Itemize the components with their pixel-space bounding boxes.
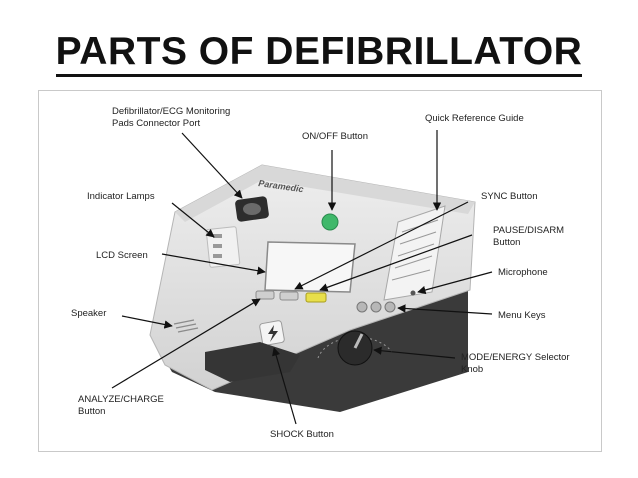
label-quick-ref: Quick Reference Guide bbox=[425, 113, 524, 124]
lamp-3 bbox=[213, 254, 222, 258]
sync-key bbox=[279, 291, 299, 301]
label-connector-port-line1: Defibrillator/ECG Monitoring bbox=[112, 106, 230, 117]
microphone bbox=[410, 290, 416, 296]
on-off-button bbox=[321, 213, 339, 231]
speaker-line-3 bbox=[177, 327, 199, 333]
guide-line-2 bbox=[399, 231, 437, 245]
arrow-sync bbox=[294, 201, 469, 290]
pause-disarm-key bbox=[305, 292, 327, 303]
arrow-microphone bbox=[417, 271, 493, 295]
callout-arrows bbox=[111, 130, 493, 425]
label-on-off: ON/OFF Button bbox=[302, 131, 368, 142]
guide-line-4 bbox=[394, 255, 433, 269]
label-menu-keys: Menu Keys bbox=[498, 310, 546, 321]
arrow-shock bbox=[272, 347, 297, 425]
label-analyze-line1: ANALYZE/CHARGE bbox=[78, 394, 164, 405]
arrow-pause bbox=[319, 234, 473, 292]
label-shock: SHOCK Button bbox=[270, 429, 334, 440]
arrow-menu-keys bbox=[397, 304, 493, 315]
guide-line-3 bbox=[397, 243, 435, 257]
menu-key-2 bbox=[370, 301, 382, 313]
label-speaker: Speaker bbox=[71, 308, 106, 319]
connector-socket bbox=[243, 203, 261, 215]
label-mode-line2: Knob bbox=[461, 364, 483, 375]
arrow-lcd bbox=[161, 253, 266, 275]
label-analyze-line2: Button bbox=[78, 406, 105, 417]
arrow-analyze bbox=[111, 298, 261, 389]
shock-icon bbox=[268, 325, 278, 342]
menu-key-3 bbox=[384, 301, 396, 313]
label-indicator-lamps: Indicator Lamps bbox=[87, 191, 155, 202]
speaker-line-1 bbox=[173, 319, 195, 325]
knob-pointer bbox=[353, 333, 364, 349]
speaker-line-2 bbox=[175, 323, 197, 329]
indicator-lamps bbox=[205, 226, 241, 268]
label-pause-line1: PAUSE/DISARM bbox=[493, 225, 564, 236]
label-microphone: Microphone bbox=[498, 267, 548, 278]
device-top-ridge bbox=[175, 165, 475, 222]
defibrillator-device: Paramedic bbox=[149, 164, 476, 412]
callout-labels: Defibrillator/ECG Monitoring Pads Connec… bbox=[71, 106, 570, 440]
quick-reference-guide bbox=[383, 205, 446, 301]
guide-line-5 bbox=[391, 269, 431, 281]
page-title: PARTS OF DEFIBRILLATOR bbox=[0, 30, 638, 77]
analyze-charge-key bbox=[255, 290, 275, 300]
arrow-connector-port bbox=[181, 132, 243, 199]
lamp-1 bbox=[213, 234, 222, 238]
arrow-indicator-lamps bbox=[171, 202, 215, 238]
label-sync: SYNC Button bbox=[481, 191, 538, 202]
label-pause-line2: Button bbox=[493, 237, 520, 248]
label-mode-line1: MODE/ENERGY Selector bbox=[461, 352, 570, 363]
menu-key-1 bbox=[356, 301, 368, 313]
arrow-speaker bbox=[121, 315, 173, 329]
label-lcd: LCD Screen bbox=[96, 250, 148, 261]
label-connector-port-line2: Pads Connector Port bbox=[112, 118, 201, 129]
arrow-mode-knob bbox=[373, 346, 456, 359]
lamp-2 bbox=[213, 244, 222, 248]
lcd-screen bbox=[264, 241, 356, 293]
